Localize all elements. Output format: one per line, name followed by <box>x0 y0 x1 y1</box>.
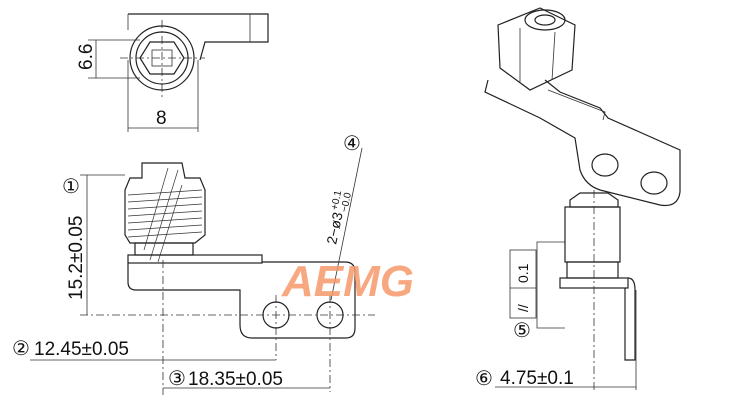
top-height-dim: 6.6 <box>76 44 97 70</box>
hole-tol-lower: −0.0 <box>339 191 354 213</box>
top-view: 6.6 8 <box>76 13 269 132</box>
height-dim: 15.2±0.05 <box>66 216 87 300</box>
callout-4: ④ <box>343 131 361 155</box>
hole-spec: 2−ø3 <box>323 210 345 245</box>
callout-3: ③ <box>168 366 186 390</box>
watermark-logo: AEMG <box>281 257 414 306</box>
side-view: 0.1 // ⑤ ⑥ 4.75±0.1 <box>475 190 637 390</box>
dim-6: 4.75±0.1 <box>500 368 574 389</box>
hole-tol-upper: +0.1 <box>329 189 344 211</box>
parallelism-value: 0.1 <box>515 263 531 283</box>
top-width-dim: 8 <box>156 108 167 129</box>
front-view: ① 15.2±0.05 ② 12.45±0.05 ③ 18.35±0.05 ④ … <box>12 131 414 395</box>
isometric-view <box>484 7 681 207</box>
section-hatching <box>127 167 203 263</box>
dim-3: 18.35±0.05 <box>188 369 283 390</box>
callout-2: ② <box>12 336 30 360</box>
callout-1: ① <box>62 174 80 198</box>
callout-5: ⑤ <box>513 318 531 342</box>
parallelism-symbol: // <box>515 304 531 312</box>
callout-6: ⑥ <box>475 366 493 390</box>
dim-2: 12.45±0.05 <box>34 339 129 360</box>
